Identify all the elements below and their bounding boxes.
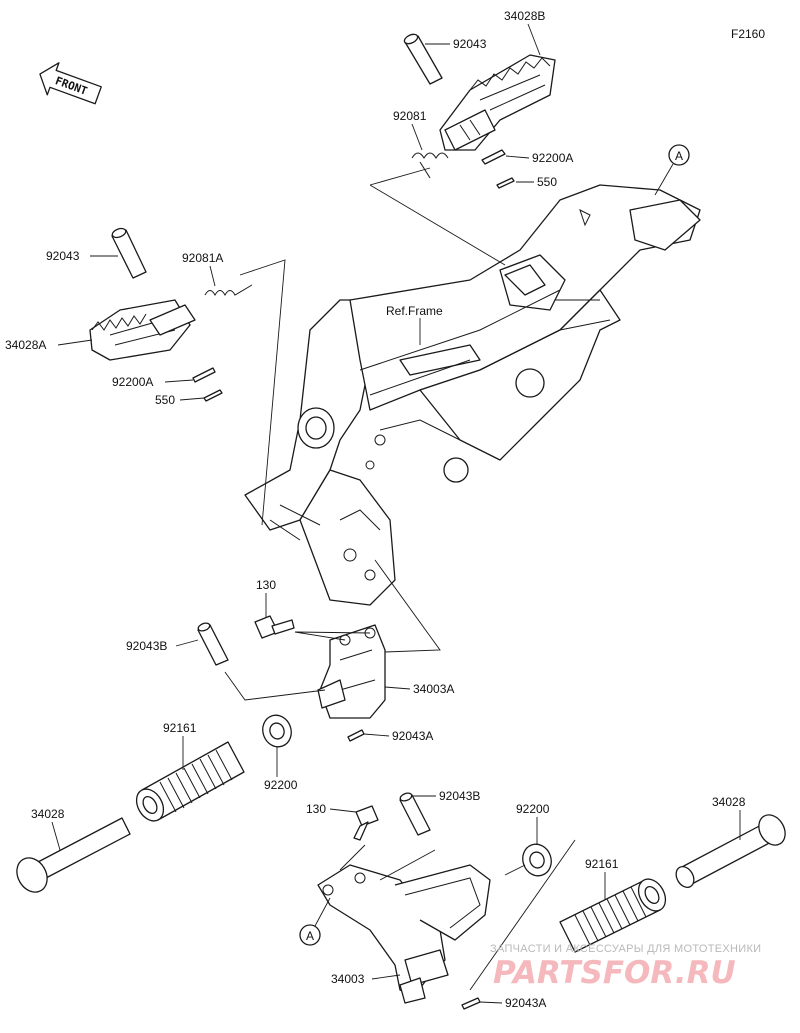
label-34028B: 34028B	[504, 9, 545, 23]
label-92161-right: 92161	[585, 857, 619, 871]
rubber-92161-left	[135, 741, 245, 822]
label-130-lower: 130	[306, 802, 326, 816]
spring-92081	[411, 152, 449, 179]
front-arrow-icon: FRONT	[39, 62, 102, 105]
callout-a-top: A	[654, 144, 690, 196]
label-92200A-left: 92200A	[112, 375, 153, 389]
callout-a-bottom: A	[299, 897, 331, 946]
label-92043-left: 92043	[46, 249, 80, 263]
bolt-130-lower	[353, 805, 379, 841]
pin-550-left	[203, 389, 223, 402]
watermark-brand: PARTSFOR.RU	[493, 955, 736, 991]
pin-92043-top	[403, 33, 443, 85]
page-code: F2160	[731, 27, 765, 41]
label-92200-right: 92200	[516, 802, 550, 816]
label-92043B-upper: 92043B	[126, 639, 167, 653]
callout-a-bottom-label: A	[306, 929, 314, 943]
label-130-upper: 130	[256, 578, 276, 592]
frame-drawing	[244, 184, 701, 606]
pin-92200A-left	[192, 367, 216, 383]
pin-550-top	[496, 177, 515, 189]
pin-92043B-upper	[197, 622, 229, 666]
callout-a-top-label: A	[675, 149, 683, 163]
shaft-34028-left	[16, 817, 131, 893]
label-92200-left: 92200	[264, 778, 298, 792]
pin-92043B-lower	[399, 792, 431, 836]
label-34003A: 34003A	[413, 682, 454, 696]
pin-92043-left	[111, 227, 147, 279]
spring-92081A	[204, 284, 253, 297]
label-92081A: 92081A	[182, 251, 223, 265]
watermark-subtitle: ЗАПЧАСТИ И АКСЕССУАРЫ ДЛЯ МОТОТЕХНИКИ	[490, 943, 761, 955]
label-34028-left: 34028	[31, 807, 65, 821]
label-92043-top: 92043	[453, 37, 487, 51]
label-34028-right: 34028	[712, 795, 746, 809]
label-34003: 34003	[331, 972, 365, 986]
rubber-92161-right	[559, 878, 667, 953]
bracket-34003A	[317, 624, 386, 719]
washer-92200-right	[522, 843, 552, 877]
label-92043A-upper: 92043A	[392, 729, 433, 743]
label-92200A-top: 92200A	[532, 151, 573, 165]
label-550-left: 550	[155, 393, 175, 407]
pin-92043A-upper	[347, 729, 365, 742]
label-92161-left: 92161	[163, 721, 197, 735]
footpeg-34028B	[439, 54, 556, 151]
label-92043A-lower: 92043A	[505, 996, 546, 1010]
pin-92200A-top	[481, 149, 506, 165]
label-550-top: 550	[537, 175, 557, 189]
label-92043B-lower: 92043B	[439, 789, 480, 803]
label-92081: 92081	[393, 109, 427, 123]
bracket-34003	[317, 864, 491, 1004]
footpeg-34028A	[89, 299, 196, 361]
shaft-34028-right	[675, 814, 786, 888]
washer-92200-left	[262, 714, 292, 748]
frame-label: Ref.Frame	[386, 304, 443, 318]
bolt-130-upper	[254, 615, 295, 639]
label-34028A: 34028A	[5, 338, 46, 352]
pin-92043A-lower	[461, 997, 481, 1010]
